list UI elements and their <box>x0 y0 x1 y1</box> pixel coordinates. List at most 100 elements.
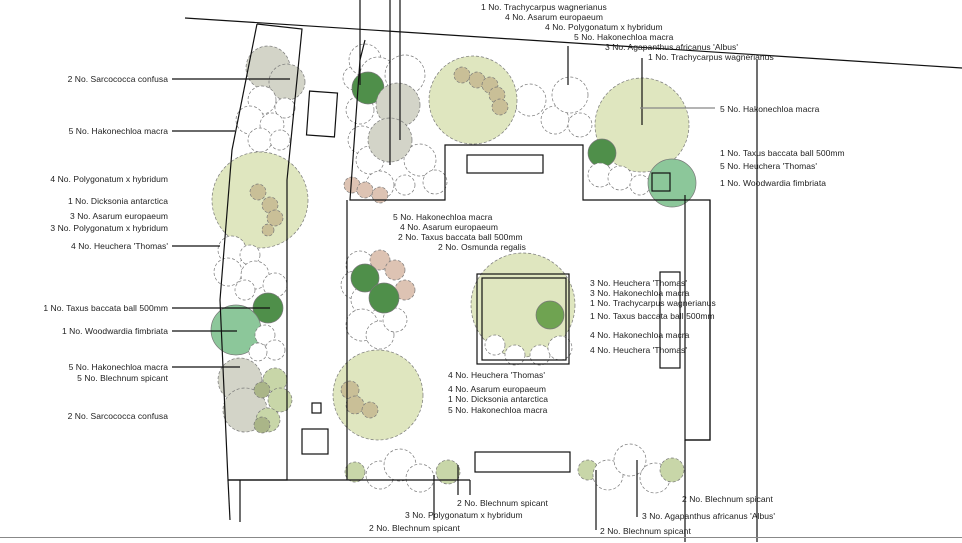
grass-symbol <box>361 401 379 419</box>
tree-planter <box>476 273 570 365</box>
plant-symbol <box>344 461 366 483</box>
plant-label: 3 No. Heuchera 'Thomas' <box>590 278 687 288</box>
plant-label: 5 No. Hakonechloa macra <box>68 362 168 372</box>
small-paver <box>301 428 329 455</box>
tree-canopy-symbol <box>428 55 518 145</box>
plant-symbol <box>394 174 416 196</box>
left-paver <box>305 90 339 138</box>
plant-label: 1 No. Trachycarpus wagnerianus <box>590 298 716 308</box>
plant-label: 2 No. Blechnum spicant <box>682 494 773 504</box>
bottom-paver <box>474 451 571 473</box>
center-paver <box>466 154 544 174</box>
taxus-symbol <box>368 282 400 314</box>
grass-symbol <box>491 98 509 116</box>
plant-label: 4 No. Polygonatum x hybridum <box>50 174 168 184</box>
taxus-symbol <box>587 138 617 168</box>
plant-symbol <box>607 165 633 191</box>
plant-symbol <box>629 174 651 196</box>
right-bed-outline <box>685 200 711 441</box>
plant-symbol <box>403 143 437 177</box>
plant-label: 5 No. Hakonechloa macra <box>574 32 674 42</box>
plant-label: 2 No. Blechnum spicant <box>600 526 691 536</box>
grass-symbol <box>345 395 365 415</box>
plant-label: 4 No. Heuchera 'Thomas' <box>448 370 545 380</box>
plant-symbol <box>234 279 256 301</box>
hardscape-outlines <box>172 0 962 542</box>
woodwardia-box <box>651 172 671 192</box>
bench <box>659 271 681 369</box>
plant-symbol <box>253 381 271 399</box>
plant-label: 4 No. Polygonatum x hybridum <box>545 22 663 32</box>
taxus-symbol <box>535 300 565 330</box>
tree-planter-inner <box>481 277 567 361</box>
plant-label: 2 No. Sarcococca confusa <box>67 74 168 84</box>
plant-label: 1 No. Dicksonia antarctica <box>67 196 168 206</box>
plant-label: 1 No. Woodwardia fimbriata <box>61 326 168 336</box>
plant-symbol <box>504 344 526 366</box>
grass-symbol <box>453 66 471 84</box>
osmunda-symbol <box>369 249 391 271</box>
plant-label: 3 No. Asarum europaeum <box>70 211 168 221</box>
osmunda-symbol <box>384 259 406 281</box>
grass-symbol <box>266 209 284 227</box>
plant-label: 2 No. Blechnum spicant <box>457 498 548 508</box>
plant-symbol <box>484 334 506 356</box>
plant-symbol <box>659 457 685 483</box>
grey-shrub-symbol <box>375 82 421 128</box>
plant-label: 5 No. Hakonechloa macra <box>68 126 168 136</box>
plant-label: 1 No. Taxus baccata ball 500mm <box>720 148 845 158</box>
plant-label: 5 No. Heuchera 'Thomas' <box>720 161 817 171</box>
tree-canopy-symbol <box>332 349 424 441</box>
plant-label: 2 No. Osmunda regalis <box>438 242 526 252</box>
title-block-edge <box>0 537 962 543</box>
plant-label: 1 No. Dicksonia antarctica <box>448 394 549 404</box>
plant-label: 2 No. Sarcococca confusa <box>67 411 168 421</box>
plant-label: 1 No. Trachycarpus wagnerianus <box>481 2 607 12</box>
planting-areas <box>210 43 697 494</box>
plant-symbol <box>435 459 461 485</box>
plant-symbol <box>422 169 448 195</box>
plant-label: 4 No. Asarum europaeum <box>448 384 546 394</box>
plant-symbol <box>567 112 593 138</box>
osmunda-symbol <box>371 186 389 204</box>
plant-label: 3 No. Agapanthus africanus 'Albus' <box>605 42 739 52</box>
left-path-edge <box>227 479 231 521</box>
plant-symbol <box>264 339 286 361</box>
plant-symbol <box>529 344 551 366</box>
plant-symbol <box>405 463 435 493</box>
plant-label: 2 No. Taxus baccata ball 500mm <box>398 232 523 242</box>
plant-symbol <box>269 129 291 151</box>
plant-label: 1 No. Taxus baccata ball 500mm <box>43 303 168 313</box>
plant-symbol <box>274 97 296 119</box>
grass-symbol <box>249 183 267 201</box>
plant-label: 4 No. Heuchera 'Thomas' <box>71 241 168 251</box>
grass-symbol <box>261 223 275 237</box>
plant-label: 5 No. Blechnum spicant <box>77 373 168 383</box>
boundary-line <box>184 17 962 69</box>
grass-symbol <box>340 380 360 400</box>
plant-label: 4 No. Hakonechloa macra <box>590 330 690 340</box>
plant-label: 3 No. Polygonatum x hybridum <box>50 223 168 233</box>
plant-label: 4 No. Asarum europaeum <box>400 222 498 232</box>
plant-label: 1 No. Trachycarpus wagnerianus <box>648 52 774 62</box>
woodwardia-symbol <box>647 158 697 208</box>
plant-label: 4 No. Heuchera 'Thomas' <box>590 345 687 355</box>
plant-label: 1 No. Woodwardia fimbriata <box>720 178 827 188</box>
plant-symbol <box>613 443 647 477</box>
plant-symbol <box>253 416 271 434</box>
small-paver <box>311 402 322 414</box>
plant-symbol <box>267 387 293 413</box>
plant-label: 4 No. Asarum europaeum <box>505 12 603 22</box>
plant-symbol <box>513 83 547 117</box>
plant-symbol <box>254 324 276 346</box>
plant-label: 5 No. Hakonechloa macra <box>448 405 548 415</box>
plant-label: 1 No. Taxus baccata ball 500mm <box>590 311 715 321</box>
taxus-symbol <box>350 263 380 293</box>
plant-label: 5 No. Hakonechloa macra <box>720 104 820 114</box>
plant-symbol <box>551 76 589 114</box>
plant-label: 3 No. Agapanthus africanus 'Albus' <box>642 511 776 521</box>
plant-symbol <box>248 342 268 362</box>
plant-label: 3 No. Hakonechloa macra <box>590 288 690 298</box>
plant-symbol <box>213 257 243 287</box>
